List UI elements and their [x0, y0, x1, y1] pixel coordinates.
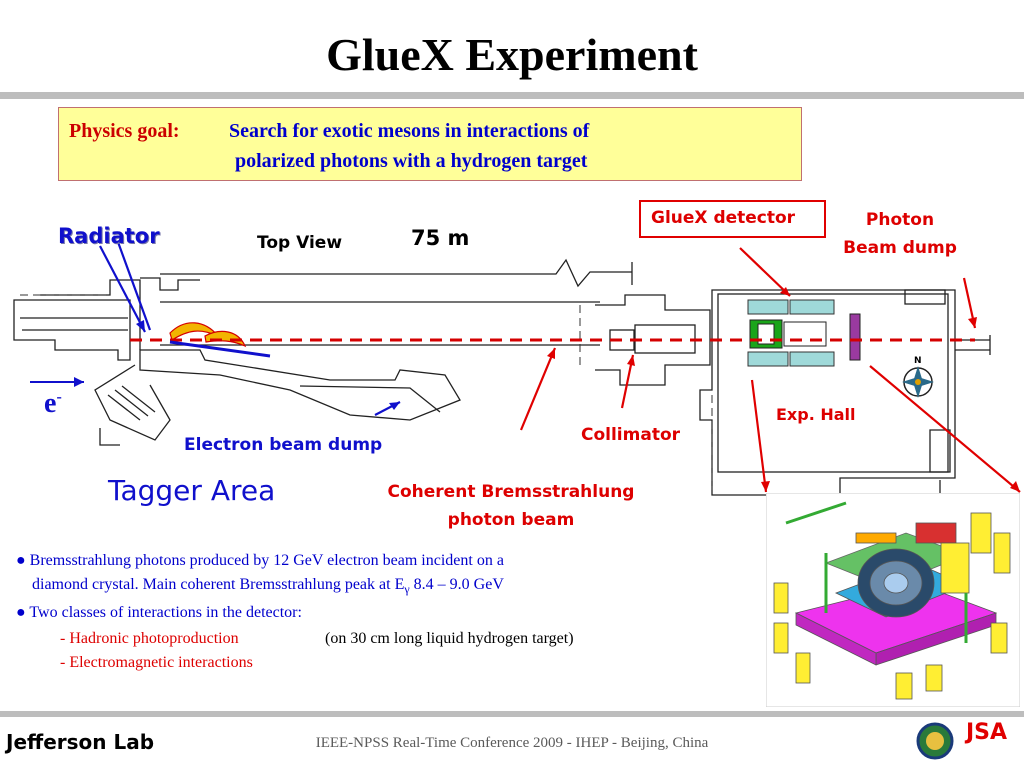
top-view-label: Top View [257, 233, 343, 253]
jefferson-lab-logo: Jefferson Lab [6, 730, 155, 754]
detector-3d-illustration [766, 493, 1020, 707]
conference-footer: IEEE-NPSS Real-Time Conference 2009 - IH… [315, 735, 709, 751]
physics-goal-line1: Search for exotic mesons in interactions… [229, 120, 590, 142]
tagger-area-label: Tagger Area [108, 474, 276, 507]
page-title: GlueX Experiment [326, 29, 698, 80]
sub-bullet-hadronic-note: (on 30 cm long liquid hydrogen target) [325, 630, 574, 647]
sub-bullet-electromagnetic: - Electromagnetic interactions [60, 654, 253, 671]
gluex-detector-box: GlueX detector [639, 200, 826, 238]
compass-icon [902, 366, 934, 398]
radiator-label: Radiator [58, 224, 160, 248]
gluex-detector-label: GlueX detector [651, 208, 796, 228]
sub-bullet-hadronic: - Hadronic photoproduction [60, 630, 239, 647]
bullet-1-line2: diamond crystal. Main coherent Bremsstra… [32, 576, 504, 597]
bullet-1: ● Bremsstrahlung photons produced by 12 … [16, 552, 504, 569]
facility-layout-drawing: N [13, 241, 1021, 496]
physics-goal-box: Physics goal: Search for exotic mesons i… [58, 107, 802, 181]
coherent-bremsstrahlung-label: Coherent Bremsstrahlung photon beam [387, 482, 635, 530]
title-divider [0, 92, 1024, 99]
jsa-logo: JSA [966, 720, 1008, 745]
doe-seal-icon [916, 722, 954, 760]
compass-north-label: N [914, 356, 922, 366]
electron-beam-label: e- [44, 388, 62, 419]
exp-hall-label: Exp. Hall [776, 405, 856, 424]
collimator-label: Collimator [581, 425, 681, 445]
electron-beam-dump-label: Electron beam dump [184, 435, 383, 455]
scale-label: 75 m [411, 226, 470, 250]
footer-divider [0, 711, 1024, 717]
physics-goal-label: Physics goal: [69, 120, 180, 142]
photon-beam-dump-label: Photon Beam dump [843, 210, 957, 258]
physics-goal-line2: polarized photons with a hydrogen target [235, 150, 588, 172]
bullet-2: ● Two classes of interactions in the det… [16, 604, 302, 621]
